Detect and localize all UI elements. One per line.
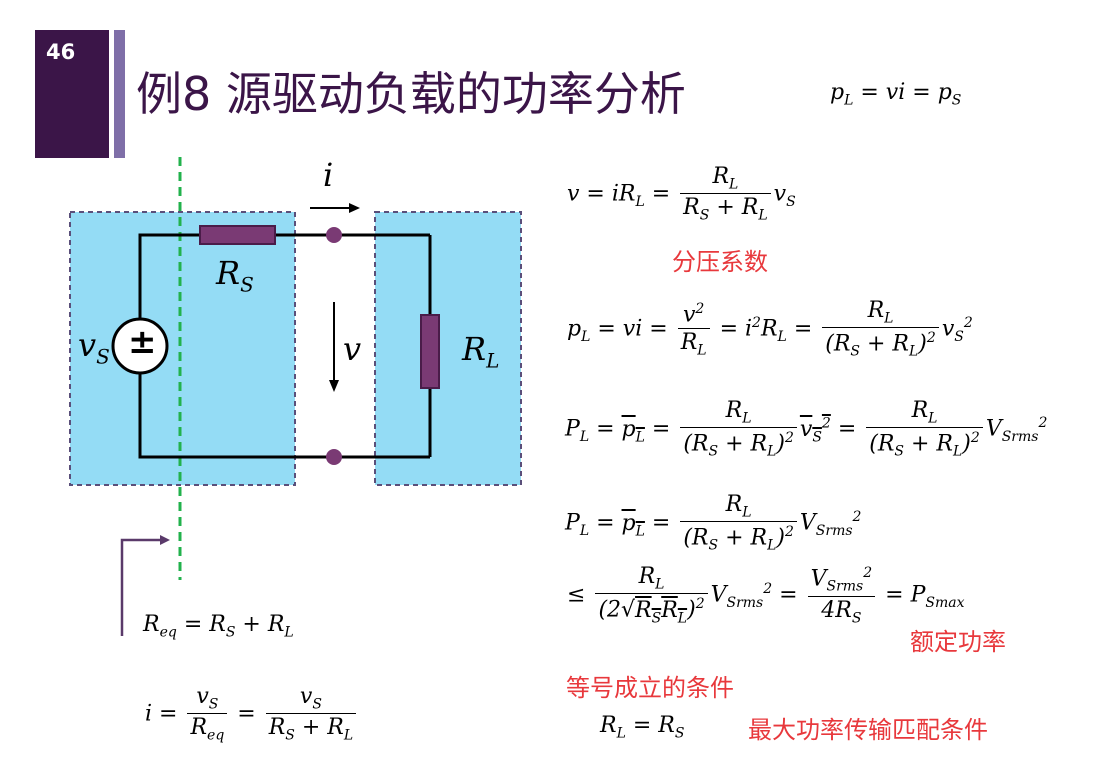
slide-number: 46 (46, 40, 76, 64)
wire-left-top (138, 233, 200, 318)
voltage-source (111, 317, 169, 375)
req-bracket (120, 538, 162, 636)
label-equality-condition: 等号成立的条件 (566, 674, 734, 702)
current-arrow (349, 203, 360, 213)
current-label: i (323, 156, 334, 194)
rs-label: RS (216, 254, 254, 297)
source-symbol: ± (128, 322, 157, 362)
rl-label: RL (462, 330, 500, 373)
slide-number-box (35, 30, 109, 158)
eq-power-equal: pL = vi = pS (830, 80, 962, 109)
voltage-label: v (343, 330, 362, 368)
label-rated-power: 额定功率 (910, 628, 1006, 656)
resistor-rl (420, 314, 440, 389)
source-box (69, 211, 296, 486)
eq-req: Req = RS + RL (143, 612, 294, 641)
label-max-power-transfer: 最大功率传输匹配条件 (748, 716, 988, 744)
load-box (374, 211, 522, 486)
node-top (326, 227, 342, 243)
slide-title: 例8 源驱动负载的功率分析 (136, 67, 686, 121)
source-label: vS (78, 326, 110, 369)
voltage-arrow (329, 380, 339, 392)
resistor-rs (199, 225, 276, 245)
node-bottom (326, 449, 342, 465)
eq-match-condition: RL = RS (600, 713, 685, 742)
circuit-diagram (69, 157, 522, 636)
accent-bar (114, 30, 125, 158)
label-divider-coefficient: 分压系数 (672, 248, 768, 276)
